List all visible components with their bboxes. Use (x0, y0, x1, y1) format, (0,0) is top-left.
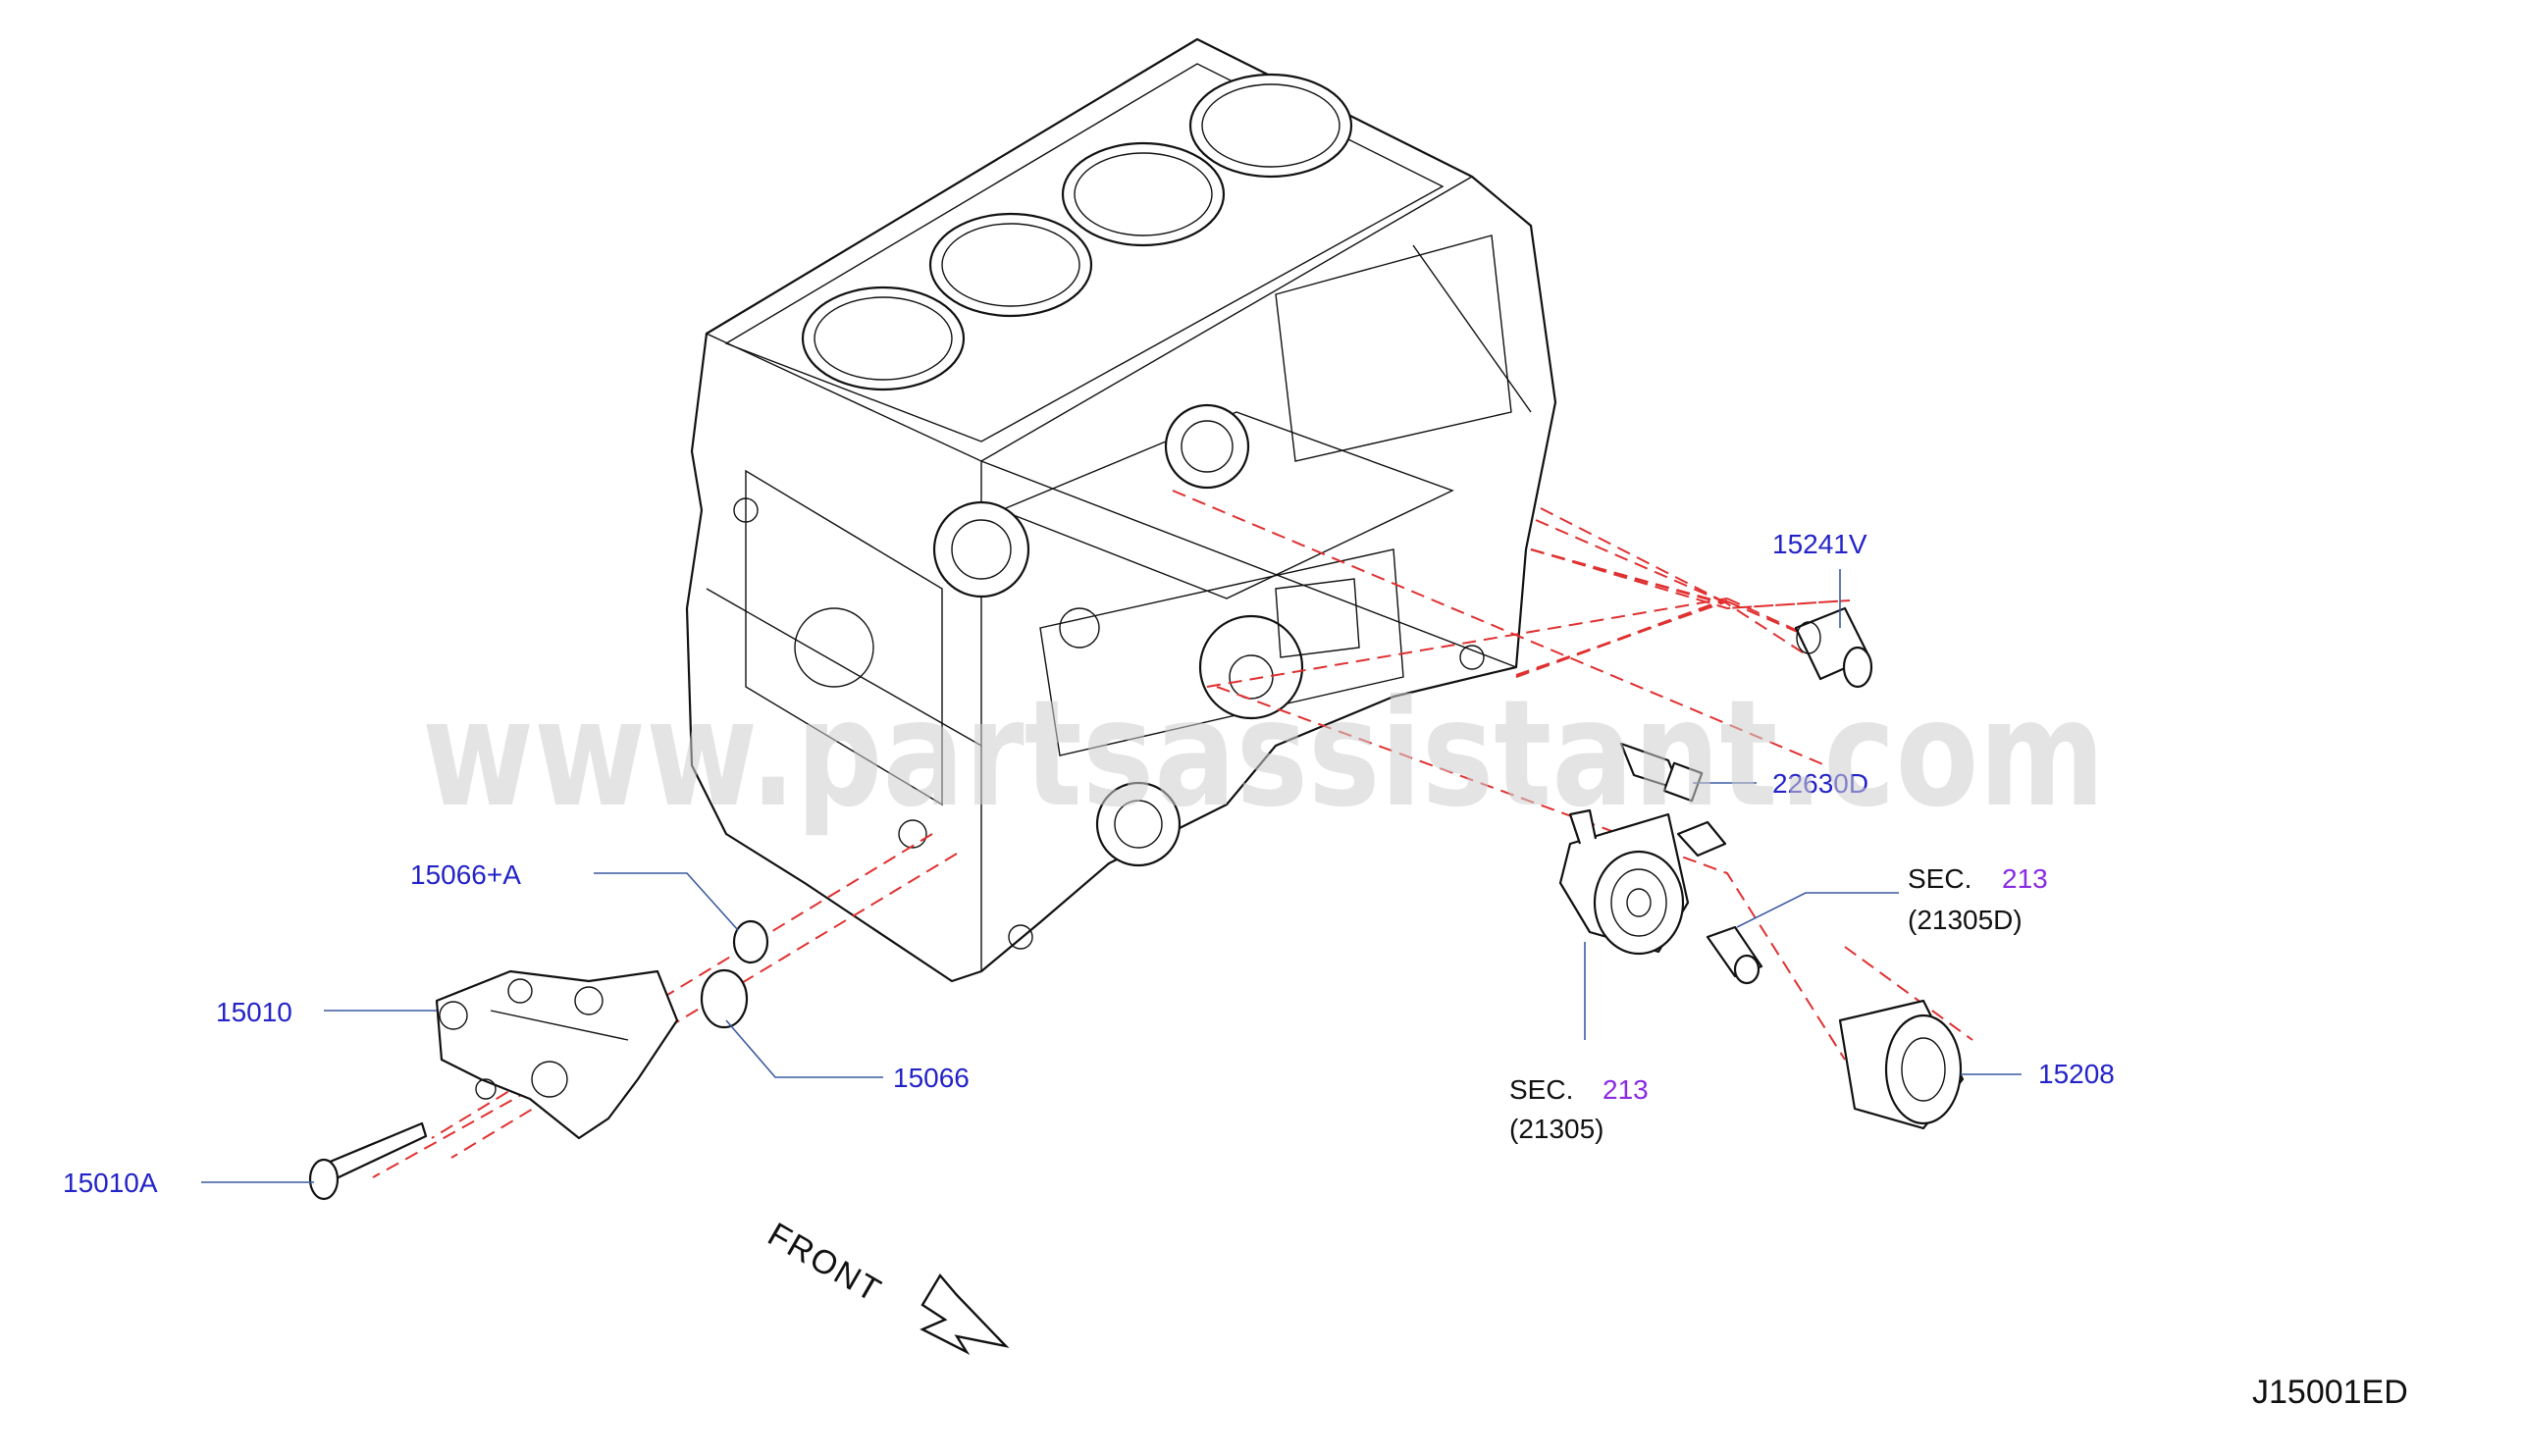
section-ref-adapter[interactable]: SEC. 213 (21305D) (1908, 863, 2048, 935)
o-ring-15066 (700, 968, 749, 1029)
section-ref-cooler-prefix: SEC. (1509, 1074, 1573, 1105)
section-ref-adapter-number[interactable]: 213 (2002, 863, 2048, 894)
section-ref-adapter-prefix: SEC. (1908, 863, 1971, 894)
oil-cooler (1558, 808, 1727, 956)
oil-cooler-connector (1706, 925, 1763, 985)
relief-valve (1794, 606, 1873, 689)
callout-15066a[interactable]: 15066+A (410, 859, 521, 890)
front-indicator: FRONT (762, 1216, 1010, 1356)
callout-15208[interactable]: 15208 (2038, 1059, 2115, 1089)
callout-15241v[interactable]: 15241V (1772, 529, 1867, 559)
callout-15066[interactable]: 15066 (893, 1063, 970, 1093)
oil-filter (1838, 999, 1965, 1130)
front-arrow-icon (920, 1273, 1010, 1356)
section-ref-adapter-sub: (21305D) (1908, 905, 2023, 935)
oil-pump (435, 969, 679, 1140)
callout-15010[interactable]: 15010 (216, 997, 292, 1027)
oil-pump-bolt (308, 1121, 428, 1201)
oil-pressure-switch (1619, 742, 1704, 803)
engine-block (685, 37, 1557, 983)
front-label: FRONT (762, 1216, 888, 1310)
watermark: www.partsassistant.com (422, 669, 2105, 840)
leader-lines (201, 569, 2022, 1183)
o-ring-15066a (732, 919, 769, 964)
section-ref-cooler[interactable]: SEC. 213 (21305) (1509, 1074, 1649, 1144)
callout-22630d[interactable]: 22630D (1772, 768, 1868, 799)
section-ref-cooler-number[interactable]: 213 (1603, 1074, 1649, 1105)
callout-15010a[interactable]: 15010A (63, 1168, 158, 1198)
figure-id: J15001ED (2252, 1374, 2408, 1411)
section-ref-cooler-sub: (21305) (1509, 1114, 1604, 1144)
